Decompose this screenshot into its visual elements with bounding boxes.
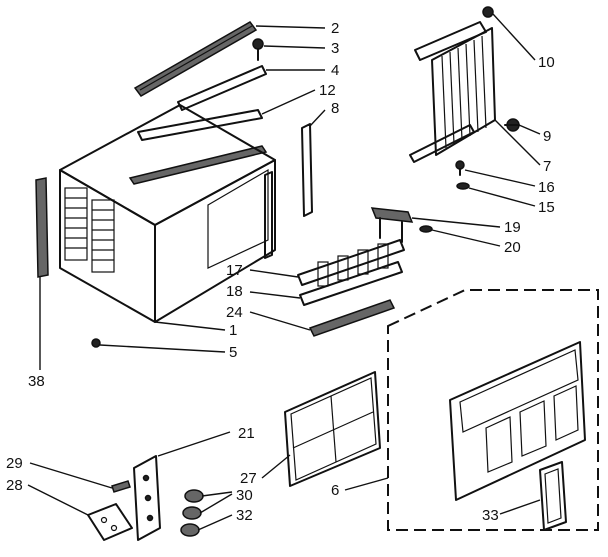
callout-38: 38 [28, 373, 45, 390]
callout-7: 7 [543, 158, 551, 175]
part-28-bracket [87, 503, 133, 541]
callout-29: 29 [6, 455, 23, 472]
part-5-screw [91, 338, 101, 348]
part-30-knob-middle [182, 506, 202, 520]
leader-lines [27, 13, 541, 531]
callout-5: 5 [229, 344, 237, 361]
callout-32: 32 [236, 507, 253, 524]
part-16-fastener [455, 160, 465, 176]
cabinet-louvers [64, 187, 115, 273]
callout-17: 17 [226, 262, 243, 279]
callout-4: 4 [331, 62, 339, 79]
callout-20: 20 [504, 239, 521, 256]
part-6-front-panel-kit [387, 289, 599, 531]
part-8-side-bracket [128, 145, 268, 185]
grille-slats [441, 35, 487, 149]
callout-33: 33 [482, 507, 499, 524]
part-15-clip [456, 182, 470, 190]
callout-3: 3 [331, 40, 339, 57]
callout-10: 10 [538, 54, 555, 71]
callout-8: 8 [331, 100, 339, 117]
part-32-knob-lower [180, 523, 200, 537]
part-30-knob-upper [184, 489, 204, 503]
part-33-bezel [539, 461, 567, 531]
part-24-strip [308, 299, 396, 337]
callout-27: 27 [240, 470, 257, 487]
part-20-clip [419, 225, 433, 233]
part-4-rod [177, 65, 267, 111]
callout-labels: 2 3 4 12 8 10 9 7 16 15 19 20 17 18 24 1… [6, 20, 555, 524]
part-29-pin [111, 480, 131, 493]
part-27-filter [284, 371, 381, 487]
part-3-screw [252, 38, 264, 61]
callout-30: 30 [236, 487, 253, 504]
part-12-channel [137, 109, 263, 141]
part-10-screw [482, 6, 494, 18]
callout-16: 16 [538, 179, 555, 196]
callout-15: 15 [538, 199, 555, 216]
part-9-knob [504, 118, 520, 132]
front-panel-grilles [485, 385, 579, 473]
part-17-louver-assembly [297, 239, 405, 287]
part-18-lower-rail [299, 261, 403, 306]
callout-28: 28 [6, 477, 23, 494]
callout-21: 21 [238, 425, 255, 442]
callout-24: 24 [226, 304, 243, 321]
callout-6: 6 [331, 482, 339, 499]
part-38-seal-strip [35, 177, 49, 278]
part-19-bracket [370, 207, 414, 243]
part-2-top-rail [133, 21, 258, 97]
callout-19: 19 [504, 219, 521, 236]
part-8-vertical-bracket [301, 123, 313, 217]
callout-12: 12 [319, 82, 336, 99]
callout-1: 1 [229, 322, 237, 339]
callout-18: 18 [226, 283, 243, 300]
callout-9: 9 [543, 128, 551, 145]
callout-2: 2 [331, 20, 339, 37]
part-7-rear-grille [409, 21, 496, 163]
part-1-cabinet [59, 104, 276, 323]
part-21-mounting-plate [133, 455, 161, 541]
